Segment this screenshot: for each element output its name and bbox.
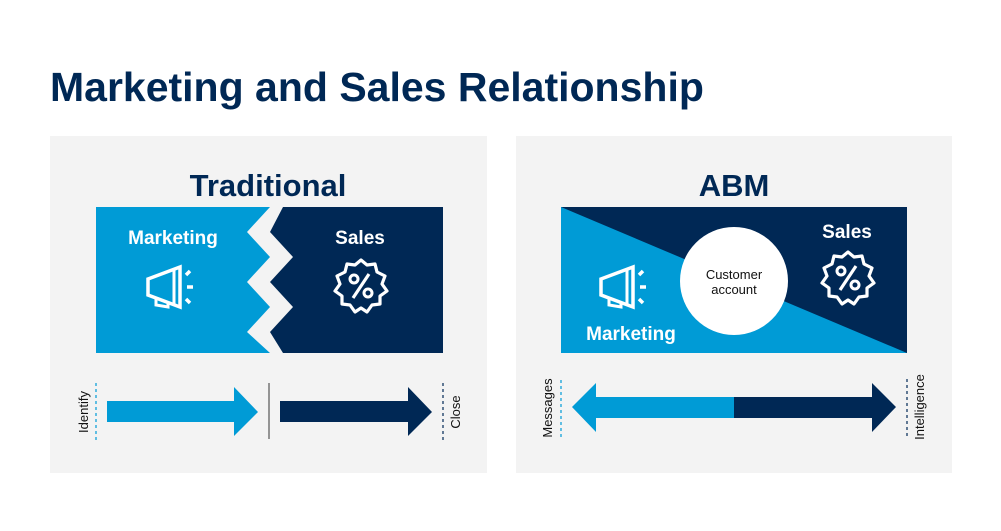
customer-label: Customer xyxy=(706,267,763,282)
identify-label: Identify xyxy=(76,391,91,433)
page-title: Marketing and Sales Relationship xyxy=(50,64,704,110)
marketing-label: Marketing xyxy=(586,324,676,345)
traditional-heading: Traditional xyxy=(190,168,347,203)
account-label: account xyxy=(711,282,757,297)
marketing-label: Marketing xyxy=(128,228,218,249)
sales-arrow xyxy=(280,387,432,436)
messages-arrow xyxy=(572,383,734,432)
abm-heading: ABM xyxy=(699,168,770,203)
sales-label: Sales xyxy=(335,228,385,249)
messages-label: Messages xyxy=(540,378,555,438)
intelligence-arrow xyxy=(734,383,896,432)
close-label: Close xyxy=(448,395,463,428)
sales-label: Sales xyxy=(822,222,872,243)
customer-account-circle xyxy=(680,227,788,335)
abm-panel: ABM Customer account Marketing Sales Mes… xyxy=(516,136,952,473)
marketing-arrow xyxy=(107,387,258,436)
traditional-panel: Traditional Marketing Sales Identify Clo… xyxy=(50,136,487,473)
intelligence-label: Intelligence xyxy=(912,374,927,440)
marketing-block xyxy=(96,207,270,353)
